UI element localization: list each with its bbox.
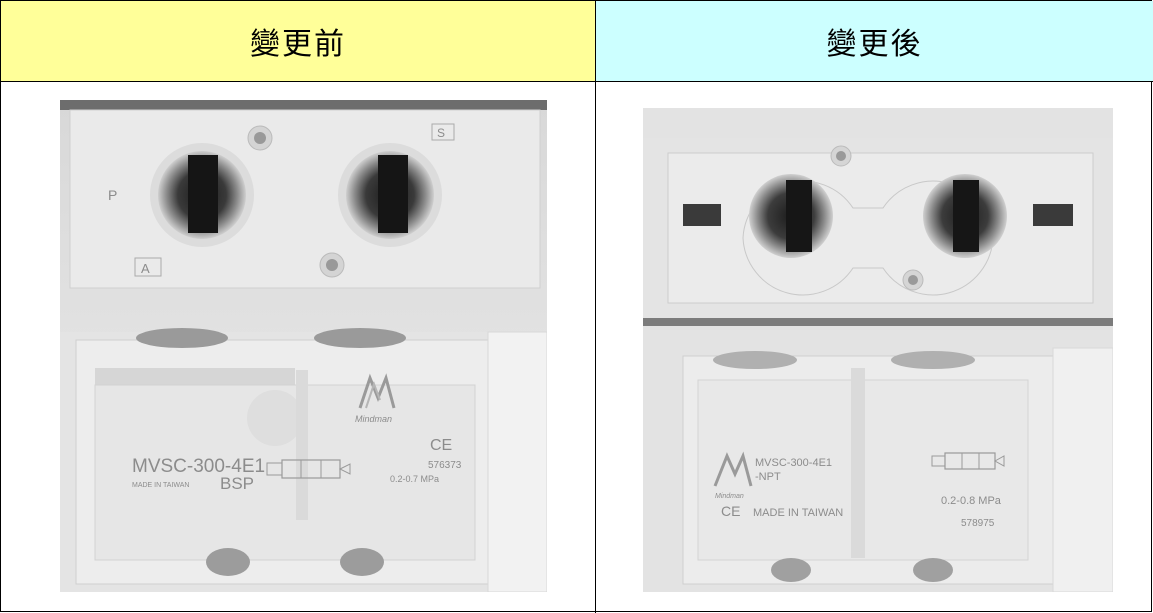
code-text: 576373 [428,460,462,471]
model-line1-text: MVSC-300-4E1 [755,457,832,469]
mindman-logo-icon [358,373,396,409]
mindman-logo-icon-after [713,451,753,487]
column-divider [595,81,596,613]
ce-mark-icon: CE [430,437,452,454]
header-before: 變更前 [1,1,596,82]
made-in-text-after: MADE IN TAIWAN [753,507,843,519]
port-a-label: A [141,261,150,276]
thread-text: BSP [220,474,254,493]
pressure-text: 0.2-0.7 MPa [390,474,439,484]
code-text-after: 578975 [961,518,995,529]
model-line2-text: -NPT [755,471,781,483]
ce-mark-icon-after: CE [721,503,740,519]
pressure-text-after: 0.2-0.8 MPa [941,495,1002,507]
valve-symbol-icon-after [931,452,1005,470]
brand-text-after: Mindman [715,493,744,500]
valve-symbol-icon [266,459,351,479]
port-s-label: S [437,126,445,140]
before-valve-photo: P S A Mindman MVSC-300-4E1 MADE IN TAIWA… [60,100,547,592]
header-after: 變更後 [596,1,1153,82]
made-in-text: MADE IN TAIWAN [132,482,189,489]
port-p-label: P [108,187,117,203]
brand-text: Mindman [355,414,392,424]
after-valve-photo: Mindman MVSC-300-4E1 -NPT CE MADE IN TAI… [643,108,1113,592]
model-text: MVSC-300-4E1 [132,456,265,477]
